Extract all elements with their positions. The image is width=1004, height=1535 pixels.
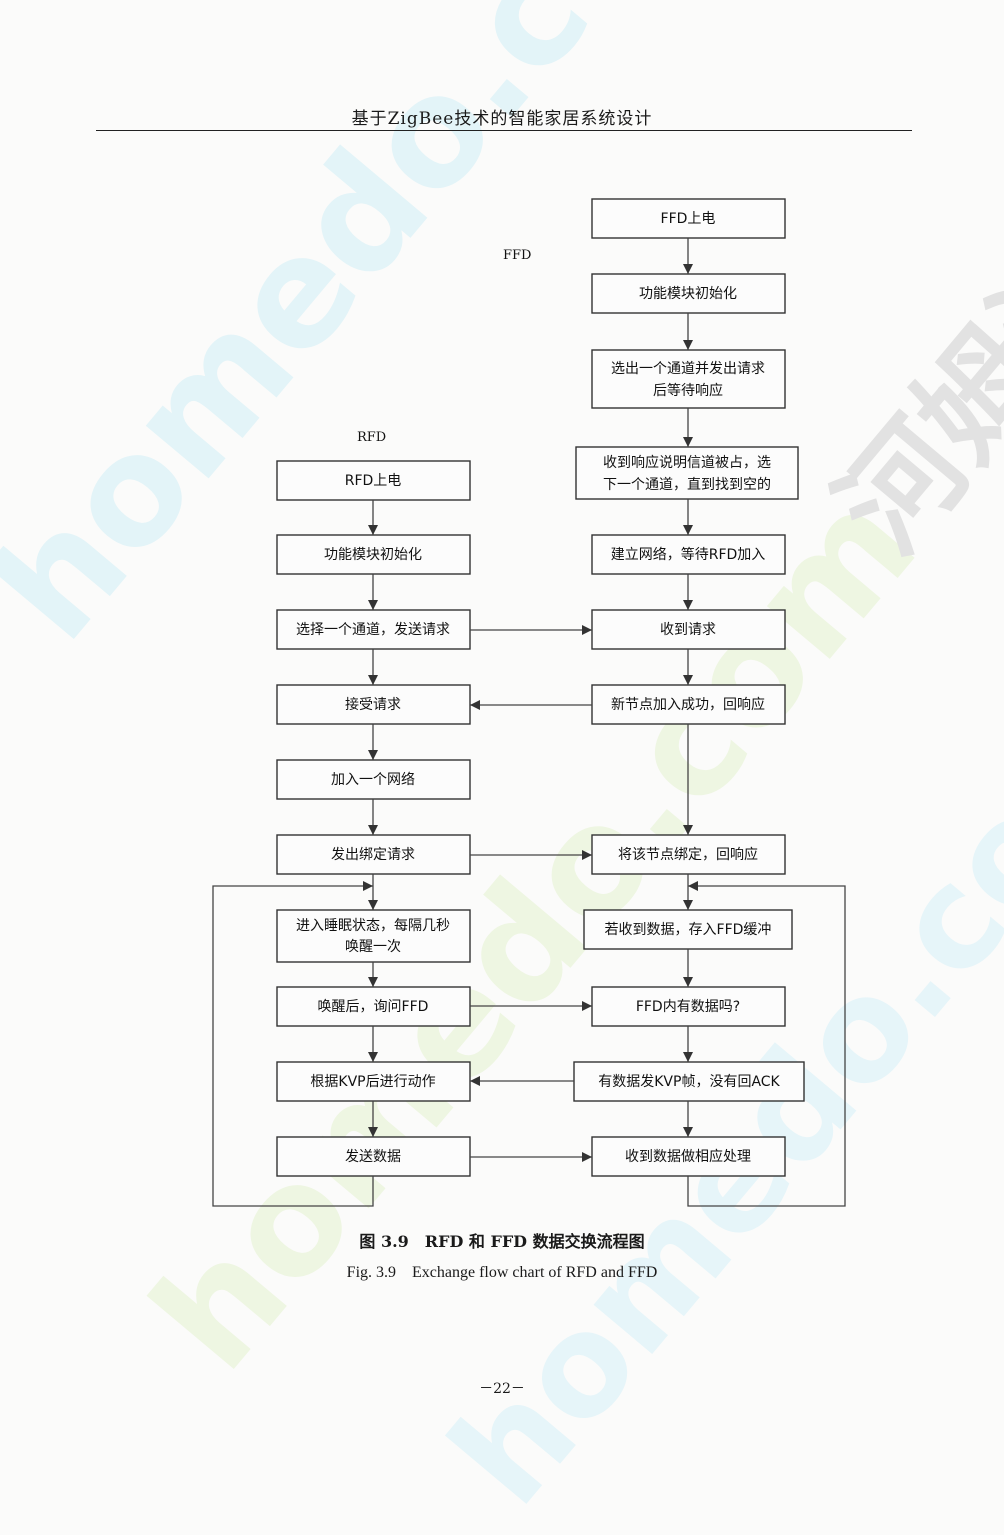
ffd-busy-line2: 下一个通道，直到找到空的 xyxy=(603,476,771,493)
loop-rfd xyxy=(212,881,374,1207)
rfd-act-box: 根据KVP后进行动作 xyxy=(276,1061,471,1102)
label-ffd: FFD xyxy=(503,248,531,263)
ffd-power-on-box: FFD上电 xyxy=(591,198,786,239)
rfd-sleep-line2: 唤醒一次 xyxy=(345,938,401,955)
rfd-accept-text: 接受请求 xyxy=(345,696,401,713)
ffd-buffer-text: 若收到数据，存入FFD缓冲 xyxy=(605,922,772,938)
rfd-join-box: 加入一个网络 xyxy=(276,759,471,800)
rfd-select-box: 选择一个通道，发送请求 xyxy=(276,609,471,650)
ffd-send-kvp-text: 有数据发KVP帧，没有回ACK xyxy=(598,1074,780,1090)
rfd-power-on-text: RFD上电 xyxy=(345,473,402,489)
rfd-init-text: 功能模块初始化 xyxy=(324,546,422,563)
rfd-bind-box: 发出绑定请求 xyxy=(276,834,471,875)
ffd-process-box: 收到数据做相应处理 xyxy=(591,1136,786,1177)
ffd-recv-req-box: 收到请求 xyxy=(591,609,786,650)
running-header: 基于ZigBee技术的智能家居系统设计 xyxy=(351,109,653,129)
rfd-accept-box: 接受请求 xyxy=(276,684,471,725)
ffd-join-ok-box: 新节点加入成功，回响应 xyxy=(591,684,786,725)
rfd-query-box: 唤醒后，询问FFD xyxy=(276,986,471,1027)
rfd-sleep-line1: 进入睡眠状态，每隔几秒 xyxy=(296,918,450,934)
rfd-send-box: 发送数据 xyxy=(276,1136,471,1177)
ffd-buffer-box: 若收到数据，存入FFD缓冲 xyxy=(583,909,793,950)
ffd-select-line1: 选出一个通道并发出请求 xyxy=(611,361,765,377)
ffd-init-box: 功能模块初始化 xyxy=(591,273,786,314)
ffd-bind-reply-box: 将该节点绑定，回响应 xyxy=(591,834,786,875)
page-number: －22－ xyxy=(479,1381,525,1397)
figure-caption-en: Fig. 3.9 Exchange flow chart of RFD and … xyxy=(346,1264,658,1281)
ffd-has-data-text: FFD内有数据吗? xyxy=(636,999,740,1015)
rfd-act-text: 根据KVP后进行动作 xyxy=(310,1074,435,1090)
ffd-process-text: 收到数据做相应处理 xyxy=(625,1148,751,1165)
flowchart: FFD RFD FFD上电 功能模块初始化 选出一个通道并发出请求 后等待响应 … xyxy=(212,198,846,1207)
rfd-select-text: 选择一个通道，发送请求 xyxy=(296,622,450,638)
ffd-busy-box: 收到响应说明信道被占，选 下一个通道，直到找到空的 xyxy=(575,446,799,500)
ffd-init-text: 功能模块初始化 xyxy=(639,285,737,302)
ffd-busy-line1: 收到响应说明信道被占，选 xyxy=(603,454,771,471)
rfd-join-text: 加入一个网络 xyxy=(331,772,415,788)
label-rfd: RFD xyxy=(357,430,386,445)
ffd-send-kvp-box: 有数据发KVP帧，没有回ACK xyxy=(573,1061,805,1102)
loop-ffd xyxy=(687,881,846,1207)
ffd-select-line2: 后等待响应 xyxy=(653,382,723,399)
rfd-send-text: 发送数据 xyxy=(345,1149,401,1165)
rfd-init-box: 功能模块初始化 xyxy=(276,534,471,575)
ffd-has-data-box: FFD内有数据吗? xyxy=(591,986,786,1027)
rfd-query-text: 唤醒后，询问FFD xyxy=(318,998,429,1015)
ffd-join-ok-text: 新节点加入成功，回响应 xyxy=(611,696,765,713)
header-rule xyxy=(96,130,912,131)
figure-caption-cn: 图 3.9 RFD 和 FFD 数据交换流程图 xyxy=(359,1232,645,1251)
ffd-power-on-text: FFD上电 xyxy=(661,211,716,227)
ffd-recv-req-text: 收到请求 xyxy=(660,622,716,638)
ffd-build-box: 建立网络，等待RFD加入 xyxy=(591,534,786,575)
rfd-sleep-box: 进入睡眠状态，每隔几秒 唤醒一次 xyxy=(276,909,471,963)
ffd-bind-reply-text: 将该节点绑定，回响应 xyxy=(618,846,758,863)
rfd-power-on-box: RFD上电 xyxy=(276,460,471,501)
ffd-select-box: 选出一个通道并发出请求 后等待响应 xyxy=(591,349,786,409)
rfd-bind-text: 发出绑定请求 xyxy=(331,847,415,863)
ffd-build-text: 建立网络，等待RFD加入 xyxy=(611,546,766,563)
